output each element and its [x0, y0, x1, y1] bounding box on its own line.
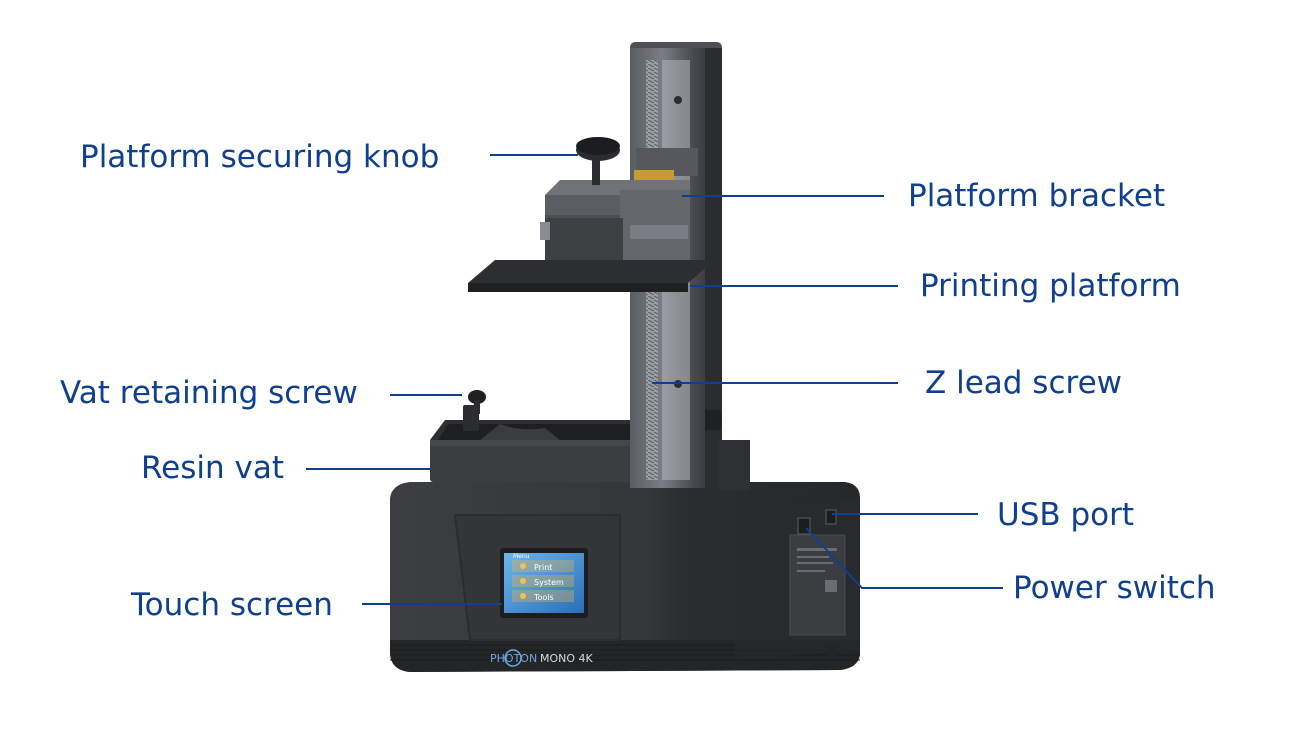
screen-menu-header: Menu: [513, 553, 530, 560]
label-printing-platform: Printing platform: [920, 268, 1181, 304]
printer-base: [390, 482, 860, 672]
touch-screen-device: Menu Print System Tools: [500, 548, 588, 618]
label-power-switch: Power switch: [1013, 570, 1216, 606]
label-platform-bracket: Platform bracket: [908, 178, 1166, 214]
print-icon: [520, 563, 526, 569]
label-vat-retaining-screw: Vat retaining screw: [60, 375, 358, 411]
leader-lines: [306, 154, 1003, 605]
vat-screw-knob: [468, 390, 486, 404]
screen-item-system: System: [534, 578, 564, 587]
printing-platform-plate: [468, 260, 715, 292]
label-z-lead-screw: Z lead screw: [925, 365, 1122, 401]
tools-icon: [520, 593, 526, 599]
screen-item-print: Print: [534, 563, 552, 572]
logo-model: MONO 4K: [540, 652, 594, 665]
platform-bracket-body: [540, 137, 698, 270]
label-touch-screen: Touch screen: [131, 587, 333, 623]
photon-logo: PHOTON MONO 4K: [490, 649, 594, 667]
leader-power-switch: [805, 527, 1003, 589]
logo-brand: PHOTON: [490, 652, 537, 665]
screen-item-tools: Tools: [533, 593, 554, 602]
system-icon: [520, 578, 526, 584]
label-resin-vat: Resin vat: [141, 450, 284, 486]
label-usb-port: USB port: [997, 497, 1135, 533]
label-platform-securing-knob: Platform securing knob: [80, 139, 440, 175]
